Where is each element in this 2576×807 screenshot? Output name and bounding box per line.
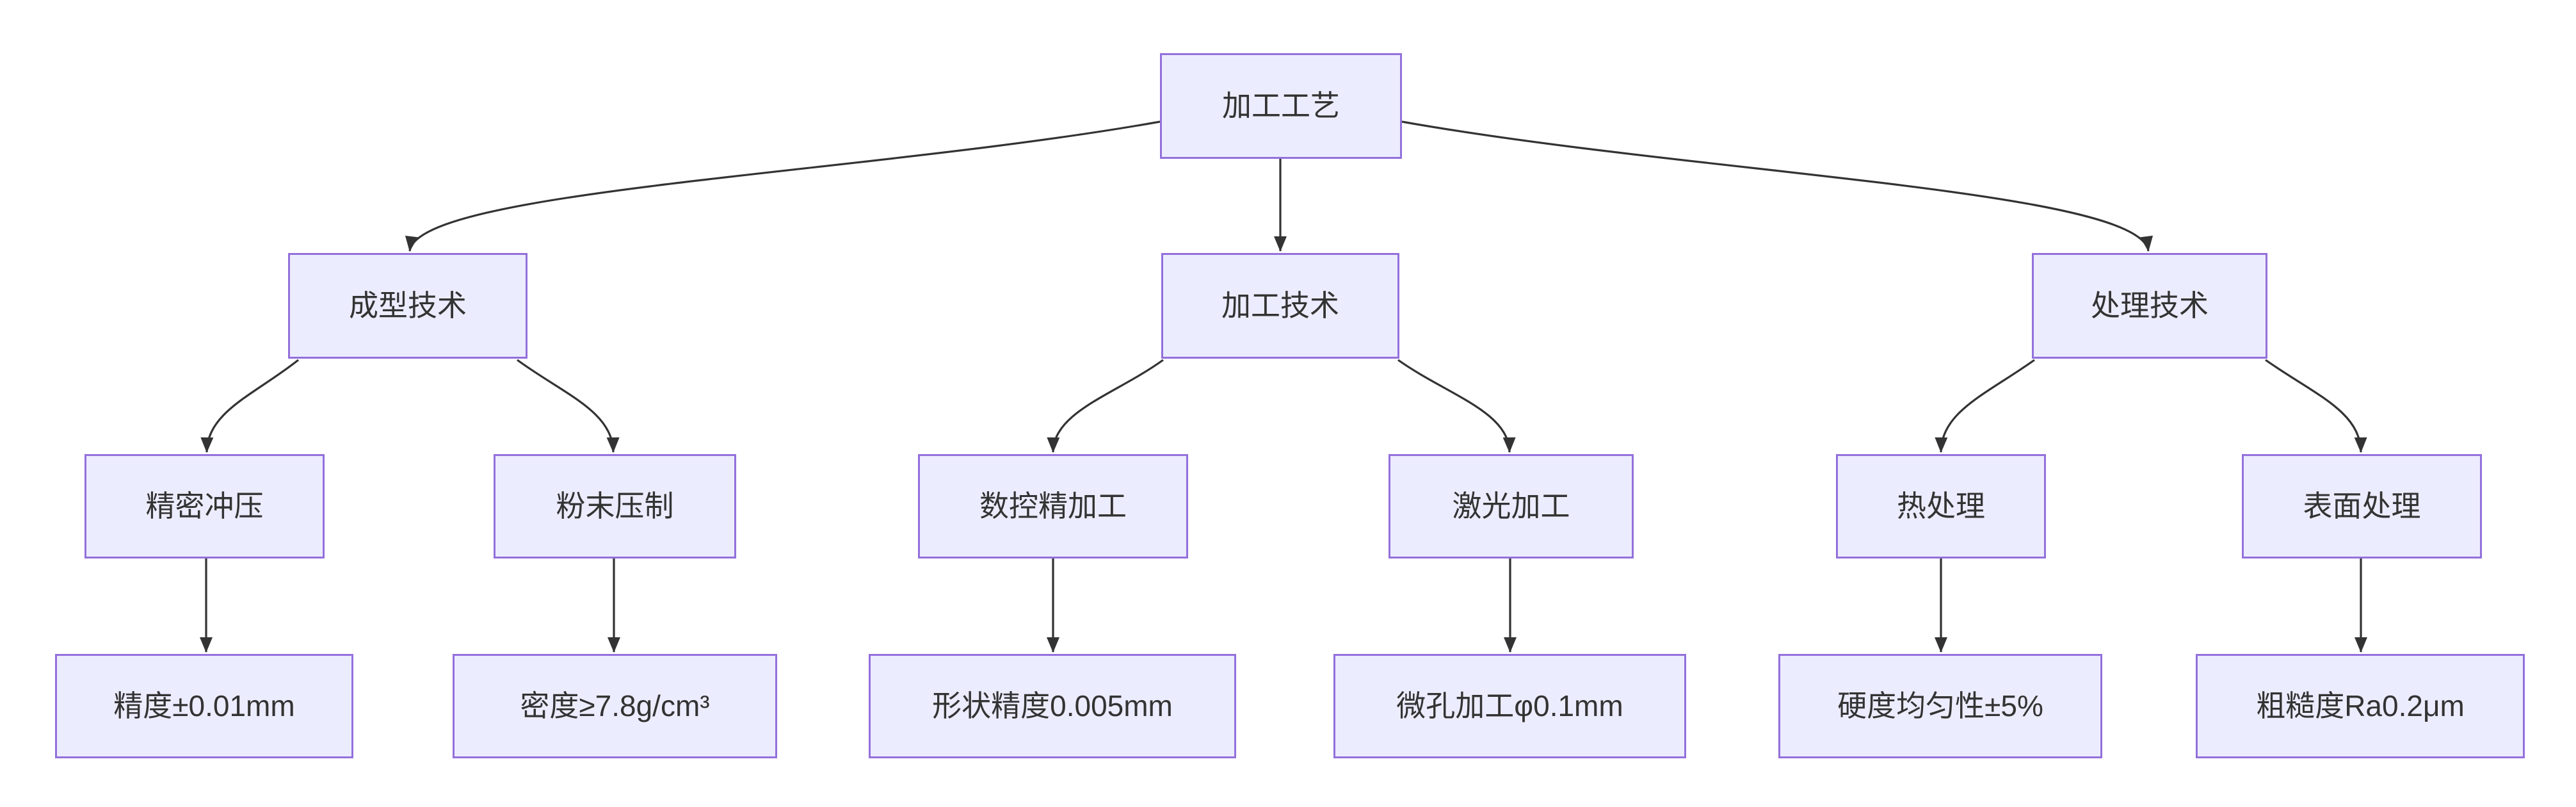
node-accuracy-spec: 精度±0.01mm xyxy=(55,654,353,758)
node-shape-accuracy-spec: 形状精度0.005mm xyxy=(869,654,1236,758)
node-surface-treatment: 表面处理 xyxy=(2242,454,2482,558)
node-hardness-uniformity-spec: 硬度均匀性±5% xyxy=(1778,654,2102,758)
node-laser-machining: 激光加工 xyxy=(1389,454,1634,558)
edge-A-B xyxy=(405,120,1161,252)
node-treatment-technology: 处理技术 xyxy=(2032,253,2267,359)
node-heat-treatment: 热处理 xyxy=(1836,454,2046,558)
node-cnc-finishing: 数控精加工 xyxy=(918,454,1188,558)
node-precision-stamping: 精密冲压 xyxy=(85,454,325,558)
edge-B-B2 xyxy=(517,359,620,453)
node-microhole-spec: 微孔加工φ0.1mm xyxy=(1333,654,1686,758)
edge-D-D2 xyxy=(2265,359,2367,453)
edge-A-D xyxy=(1401,120,2153,252)
edge-D-D1 xyxy=(1935,359,2035,453)
edge-B-B1 xyxy=(200,359,299,453)
node-forming-technology: 成型技术 xyxy=(288,253,527,359)
node-roughness-spec: 粗糙度Ra0.2μm xyxy=(2196,654,2525,758)
edge-C-C1 xyxy=(1047,359,1164,453)
node-processing-technology: 加工工艺 xyxy=(1160,53,1402,159)
node-density-spec: 密度≥7.8g/cm³ xyxy=(453,654,777,758)
node-machining-technology: 加工技术 xyxy=(1161,253,1399,359)
node-powder-pressing: 粉末压制 xyxy=(494,454,736,558)
edge-C-C2 xyxy=(1397,359,1516,453)
